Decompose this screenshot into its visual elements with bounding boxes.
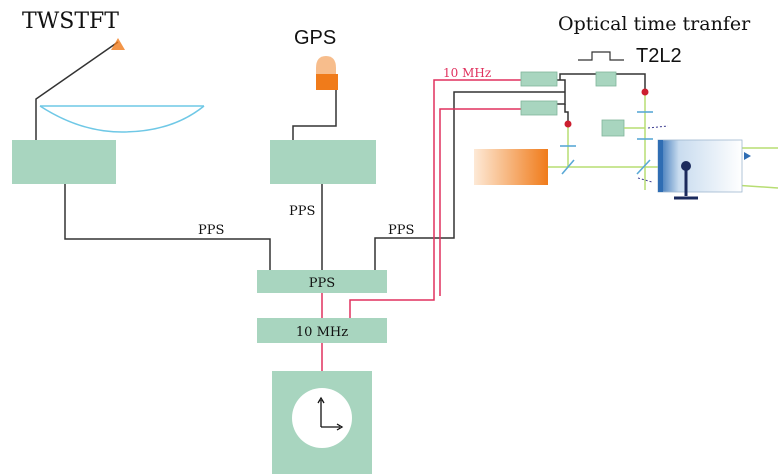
clock-icon [292,388,352,448]
laser-source-icon [474,149,548,185]
ten-mhz-block-label: 10 MHz [296,325,348,340]
wire-10mhz-optical-2 [439,108,521,296]
gps-box [270,140,376,184]
t2l2-label: T2L2 [636,45,682,67]
pps-label-right: PPS [388,223,414,238]
wire-10mhz-optical [349,79,521,318]
rf-wires [321,79,521,371]
dish-feed-icon [111,38,125,50]
optical-module-1 [520,71,558,87]
twstft-label: TWSTFT [22,9,119,34]
wire-gps-antenna [292,90,337,140]
optical-title: Optical time tranfer [558,13,751,35]
wire-twstft-pps [64,184,271,270]
pps-block [257,270,387,293]
satellite-dish-icon [39,105,205,133]
optical-module-4 [601,119,625,137]
red-nodes [564,88,649,128]
wire-optical-pps [374,91,565,270]
ten-mhz-top-label: 10 MHz [443,66,491,80]
pps-label-left: PPS [198,223,224,238]
t2l2-pulse-icon [578,51,624,61]
optical-module-2 [520,100,558,116]
wire-optical-2 [564,104,569,124]
gps-label: GPS [294,27,336,49]
pps-label-center: PPS [289,204,315,219]
detector-arrows [637,125,669,183]
ten-mhz-block [257,318,387,343]
gps-antenna-icon [316,56,338,90]
pps-block-label: PPS [309,276,335,291]
optical-module-3 [595,71,617,87]
beam-splitters [560,111,653,175]
twstft-box [12,140,116,184]
telescope-icon [657,139,751,200]
wire-dish-mast [35,41,119,140]
